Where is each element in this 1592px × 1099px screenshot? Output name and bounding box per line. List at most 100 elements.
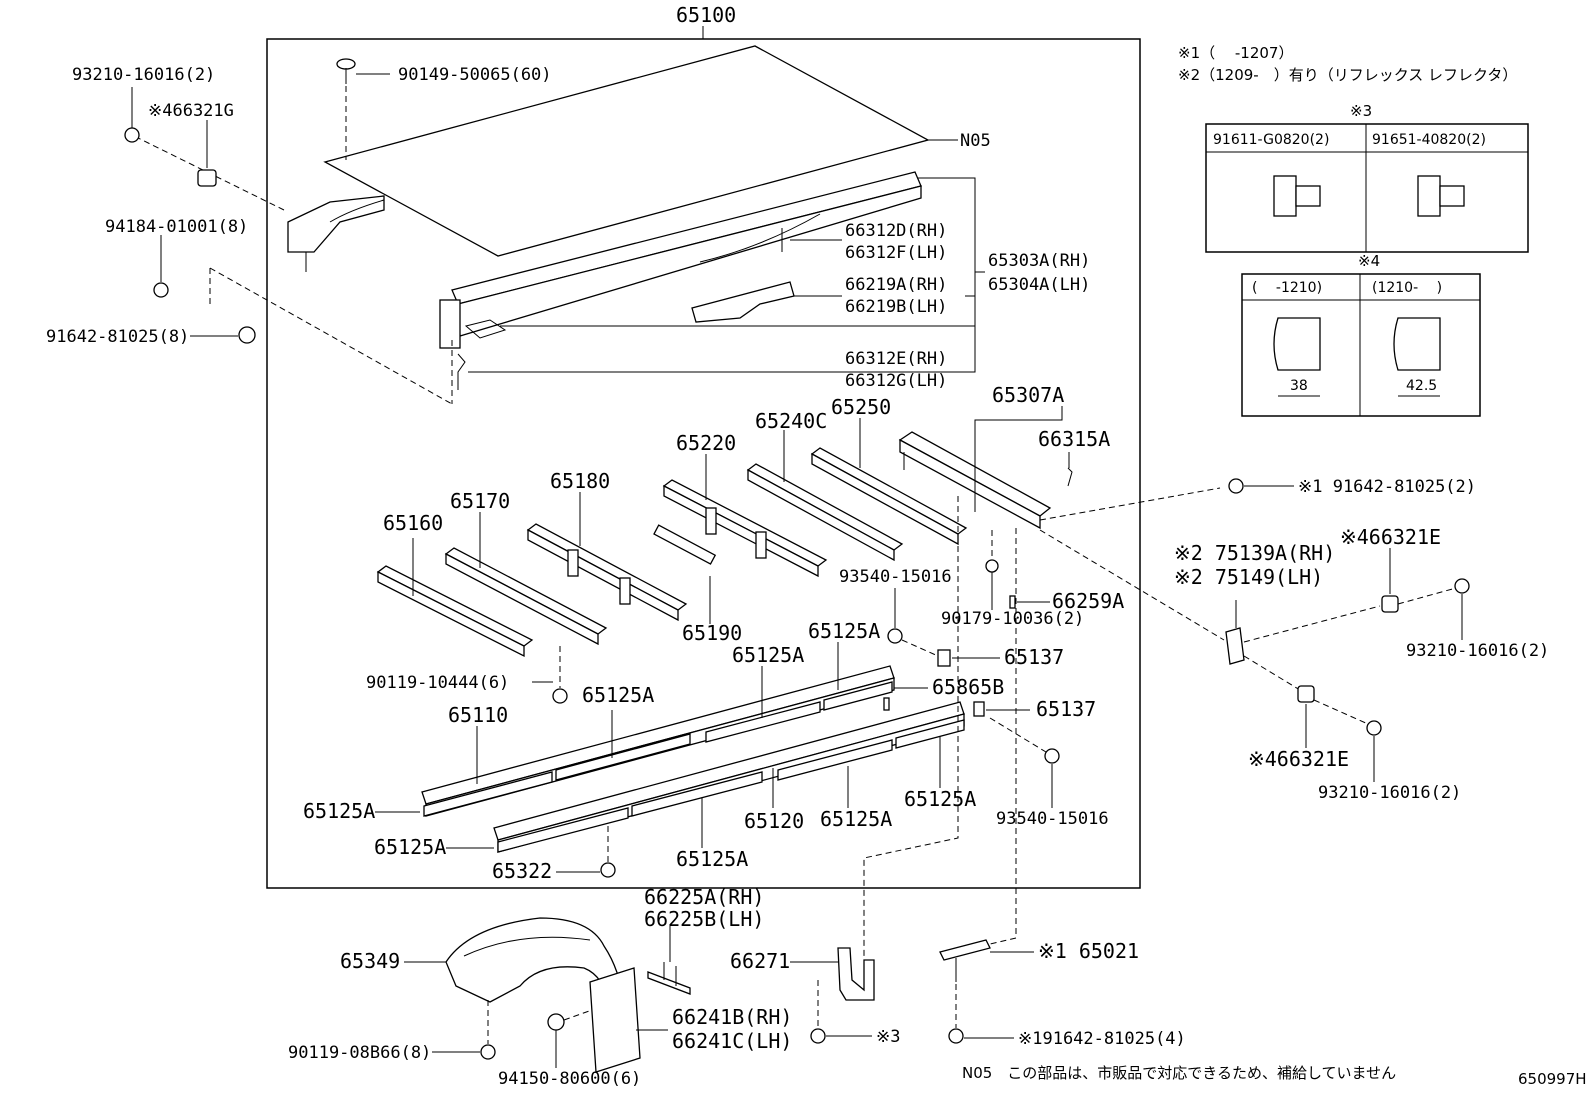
label-75139A: ※2 75139A(RH): [1174, 541, 1335, 565]
table3-col1: 91611-G0820(2): [1213, 132, 1329, 148]
crossmember-65190: [653, 524, 717, 565]
label-93540-a: 93540-15016: [839, 567, 952, 587]
label-65240C: 65240C: [755, 409, 827, 433]
label-65170: 65170: [450, 489, 510, 513]
crossmember-65250: [810, 447, 968, 546]
note-1: ※1（ -1207）: [1178, 44, 1293, 62]
crossmember-65160: [376, 565, 534, 658]
bolt-93210-b-icon: [1454, 578, 1470, 594]
clip-65137-b-icon: [973, 701, 985, 717]
crossmember-65240C: [746, 463, 904, 562]
label-65160: 65160: [383, 511, 443, 535]
footer-note: N05 この部品は、市販品で対応できるため、補給していません: [962, 1064, 1396, 1082]
label-66225B: 66225B(LH): [644, 907, 764, 931]
pin-65865B-icon: [883, 697, 890, 711]
nut-66321E-a-icon: [1381, 595, 1399, 613]
screw-90179-icon: [985, 559, 999, 573]
bracket-66219: [691, 281, 795, 323]
label-93540-b: 93540-15016: [996, 809, 1109, 829]
label-65125A-5: 65125A: [374, 835, 446, 859]
label-65180: 65180: [550, 469, 610, 493]
label-91642-b: ※1 91642-81025(2): [1298, 477, 1476, 497]
label-65125A-2: 65125A: [732, 643, 804, 667]
table4-dim2: 42.5: [1406, 378, 1437, 394]
label-65322: 65322: [492, 859, 552, 883]
label-93210-c: 93210-16016(2): [1318, 783, 1461, 803]
mudflap-66241: [589, 967, 641, 1073]
crossmember-65220: [662, 479, 828, 578]
label-65137-b: 65137: [1036, 697, 1096, 721]
label-66271: 66271: [730, 949, 790, 973]
label-90149: 90149-50065(60): [398, 65, 552, 85]
table4-col2: (1210- ): [1372, 280, 1442, 296]
crossmember-65170: [444, 547, 608, 646]
label-94150: 94150-80600(6): [498, 1069, 641, 1089]
label-66315A: 66315A: [1038, 427, 1110, 451]
label-65137-a: 65137: [1004, 645, 1064, 669]
nut-66321E-b-icon: [1297, 685, 1315, 703]
screw-93540-a-icon: [887, 628, 903, 644]
table4-frame: [1241, 273, 1481, 417]
screw-90119-a-icon: [552, 688, 568, 704]
label-66321E-a: ※466321E: [1340, 525, 1441, 549]
label-65307A: 65307A: [992, 383, 1064, 407]
table4-dim1: 38: [1290, 378, 1308, 394]
bolt-91642-a-icon: [238, 326, 256, 344]
label-65125A-6: 65125A: [676, 847, 748, 871]
label-90119-a: 90119-10444(6): [366, 673, 509, 693]
label-90179: 90179-10036(2): [941, 609, 1084, 629]
label-65100: 65100: [676, 3, 736, 27]
label-93210-b: 93210-16016(2): [1406, 641, 1549, 661]
label-90119-b: 90119-08B66(8): [288, 1043, 431, 1063]
bolt-93210-c-icon: [1366, 720, 1382, 736]
label-66321G: ※466321G: [148, 101, 234, 121]
label-65021: ※1 65021: [1038, 939, 1139, 963]
pin-66259A-icon: [1009, 595, 1016, 609]
bolt-91611-icon: [1273, 175, 1321, 217]
label-s3: ※3: [876, 1027, 900, 1047]
washer-94184-icon: [153, 282, 169, 298]
label-66312G: 66312G(LH): [845, 371, 947, 391]
label-94184: 94184-01001(8): [105, 217, 248, 237]
note-2: ※2（1209- ）有り（リフレックス レフレクタ）: [1178, 66, 1517, 84]
label-65125A-8: 65125A: [904, 787, 976, 811]
label-91642-a: 91642-81025(8): [46, 327, 189, 347]
label-93210-a: 93210-16016(2): [72, 65, 215, 85]
rail-bracket: [439, 299, 461, 349]
label-75149: ※2 75149(LH): [1174, 565, 1323, 589]
bolt-s3-icon: [810, 1028, 826, 1044]
nut-old-icon: [1273, 317, 1321, 371]
table3-title: ※3: [1350, 102, 1372, 120]
hanger-66271: [837, 947, 875, 1001]
label-66312E: 66312E(RH): [845, 349, 947, 369]
label-65125A-1: 65125A: [582, 683, 654, 707]
screw-90149-icon: [336, 58, 356, 84]
screw-65322-icon: [600, 862, 616, 878]
table3-col2: 91651-40820(2): [1372, 132, 1486, 148]
label-66312F: 66312F(LH): [845, 243, 947, 263]
label-91642-c: ※191642-81025(4): [1018, 1029, 1186, 1049]
label-66312D: 66312D(RH): [845, 221, 947, 241]
label-65125A-3: 65125A: [808, 619, 880, 643]
label-65110: 65110: [448, 703, 508, 727]
table4-title: ※4: [1358, 252, 1380, 270]
bolt-93210-a-icon: [124, 127, 140, 143]
label-66321E-b: ※466321E: [1248, 747, 1349, 771]
label-65220: 65220: [676, 431, 736, 455]
hinge-bracket-left: [287, 195, 385, 272]
label-N05: N05: [960, 131, 991, 151]
reflector-bracket-75139A: [1225, 600, 1245, 665]
label-65349: 65349: [340, 949, 400, 973]
stay-65021: [939, 939, 991, 982]
label-66225A: 66225A(RH): [644, 885, 764, 909]
label-65190: 65190: [682, 621, 742, 645]
nut-94150-icon: [547, 1013, 565, 1031]
label-66241C: 66241C(LH): [672, 1029, 792, 1053]
screw-90119-b-icon: [480, 1044, 496, 1060]
crossmember-65180: [526, 523, 688, 622]
label-65125A-4: 65125A: [303, 799, 375, 823]
bolt-91651-icon: [1417, 175, 1465, 217]
label-65865B: 65865B: [932, 675, 1004, 699]
label-65125A-7: 65125A: [820, 807, 892, 831]
